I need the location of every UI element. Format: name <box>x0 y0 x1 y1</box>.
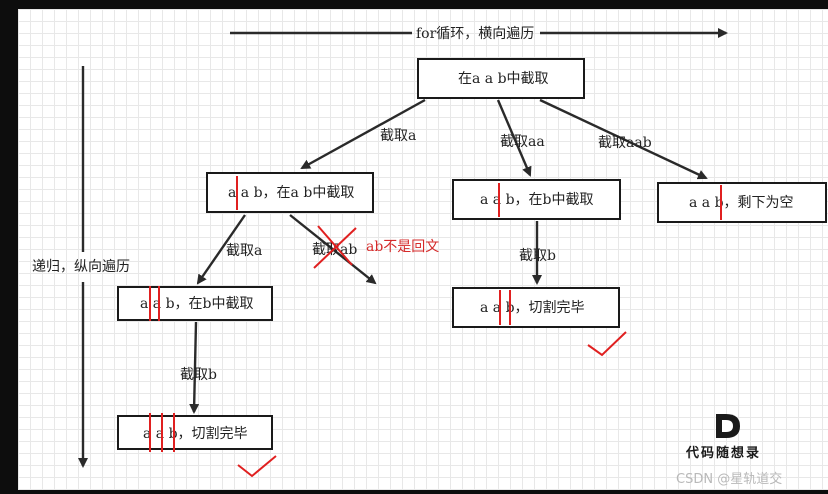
node-l2-mid: a a b，切割完毕 <box>452 287 620 328</box>
node-l1-mid: a a b，在b中截取 <box>452 179 621 220</box>
logo-d-icon <box>716 414 740 438</box>
label-mid-to-mid: 截取b <box>519 248 556 264</box>
label-root-to-left: 截取a <box>380 128 416 144</box>
label-left-to-pruned: 截取ab <box>312 242 357 258</box>
node-l1-left-text: a a b，在a b中截取 <box>228 185 354 201</box>
check-mark-icon <box>587 331 627 357</box>
node-l2-mid-text: a a b，切割完毕 <box>480 299 585 316</box>
node-l1-right: a a b，剩下为空 <box>657 182 827 223</box>
node-root-text: 在a a b中截取 <box>458 71 549 87</box>
prune-cross-icon <box>313 225 357 269</box>
vertical-traversal-arrow: 递归，纵向遍历 <box>32 66 130 468</box>
tree-edges <box>189 98 708 414</box>
watermark: CSDN @星轨道交 <box>676 472 783 487</box>
label-root-to-mid: 截取aa <box>500 134 545 150</box>
node-l1-left: a a b，在a b中截取 <box>206 172 374 213</box>
node-root: 在a a b中截取 <box>417 58 585 99</box>
edge-labels: 截取a 截取aa 截取aab 截取a 截取ab ab不是回文 截取b 截取b <box>180 128 652 383</box>
horizontal-traversal-arrow: for循环，横向遍历 <box>230 26 728 42</box>
check-mark-icon <box>237 455 277 478</box>
edge-root-to-left <box>300 98 426 170</box>
label-left2-to-left3: 截取b <box>180 367 217 383</box>
edge-root-to-right <box>539 98 708 180</box>
horizontal-axis-label: for循环，横向遍历 <box>416 26 534 42</box>
node-l2-left: a a b，在b中截取 <box>117 286 273 321</box>
edge-left-to-left <box>196 214 246 285</box>
node-l1-mid-text: a a b，在b中截取 <box>480 192 594 208</box>
node-l3-left: a a b，切割完毕 <box>117 413 273 452</box>
node-l1-right-text: a a b，剩下为空 <box>689 195 794 211</box>
edge-left2-to-left3 <box>189 321 200 414</box>
edge-root-to-mid <box>496 99 532 177</box>
node-l3-left-text: a a b，切割完毕 <box>143 425 248 442</box>
pruned-note: ab不是回文 <box>366 239 439 255</box>
label-left-to-left: 截取a <box>226 243 262 259</box>
label-root-to-right: 截取aab <box>598 135 652 151</box>
logo-text: 代码随想录 <box>686 446 762 461</box>
node-l2-left-text: a a b，在b中截取 <box>140 296 254 312</box>
vertical-axis-label: 递归，纵向遍历 <box>32 258 130 275</box>
